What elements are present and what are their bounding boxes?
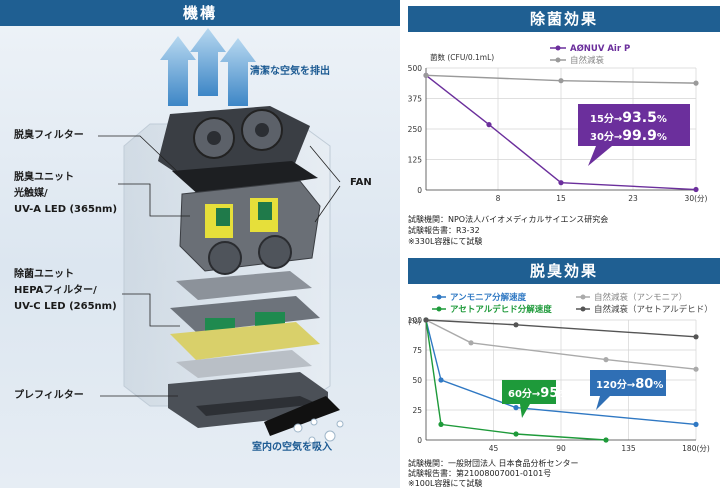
- chart1-xtick-label: 23: [628, 194, 638, 203]
- chart2-data-point: [438, 377, 444, 383]
- chart1-ytick-label: 250: [408, 125, 423, 134]
- svg-text:15分→93.5%: 15分→93.5%: [590, 110, 667, 126]
- hepa-filter-label: HEPAフィルター/: [14, 285, 97, 296]
- exhaust-label: 清潔な空気を排出: [250, 66, 330, 77]
- chart2-legend-ammonia: アンモニア分解速度: [450, 292, 527, 303]
- uva-led-label: UV-A LED (365nm): [14, 204, 118, 215]
- chart2-series-line: [425, 319, 697, 370]
- chart1-ytick-label: 500: [408, 64, 423, 73]
- chart2-data-point: [438, 421, 444, 427]
- chart2-data-point: [513, 431, 519, 437]
- chart1-xtick-label: 15: [556, 194, 566, 203]
- chart2-data-point: [513, 405, 519, 411]
- chart1-legend-device: AØNUV Air P: [570, 43, 630, 54]
- chart2-legend-acetaldehyde: アセトアルデヒド分解速度: [450, 304, 552, 315]
- chart1-data-point: [423, 72, 429, 78]
- chart1-xtick-label: 8: [496, 194, 501, 203]
- chart1-series-line: [425, 74, 697, 191]
- chart1-note-1: 試験機関：NPO法人バイオメディカルサイエンス研究会: [408, 215, 609, 224]
- chart2-xtick-label: 135: [621, 444, 636, 453]
- deodorization-chart-title: 脱臭効果: [408, 258, 720, 284]
- deodor-filter-part: [172, 161, 318, 196]
- chart2-data-point: [468, 340, 474, 346]
- chart1-note-3: ※330L容器にて試験: [408, 237, 483, 246]
- callout1-line2-prefix: 30分→: [590, 130, 622, 143]
- chart2-ytick-label: 75: [412, 346, 422, 355]
- svg-text:60分→95%: 60分→95%: [508, 386, 568, 401]
- prefilter-label: プレフィルター: [14, 390, 84, 401]
- chart2-legend-natural-acetaldehyde: 自然減衰（アセトアルデヒド）: [594, 304, 713, 315]
- svg-text:30分→99.9%: 30分→99.9%: [590, 128, 667, 144]
- chart1-ytick-label: 0: [417, 186, 422, 195]
- chart2-data-point: [693, 366, 699, 372]
- chart1-ylabel: 菌数 (CFU/0.1mL): [430, 52, 494, 62]
- chart2-legend-natural-ammonia: 自然減衰（アンモニア）: [594, 292, 687, 303]
- callout1-line1-value: 93.5: [622, 110, 657, 126]
- chart1-data-point: [693, 80, 699, 86]
- chart2-ytick-label: 50: [412, 376, 422, 385]
- intake-bubbles-icon: [293, 418, 344, 444]
- sterilization-chart-title: 除菌効果: [408, 6, 720, 32]
- chart1-data-point: [558, 180, 564, 186]
- chart1-callout: 15分→93.5% 30分→99.9%: [578, 104, 690, 166]
- deodor-filter-label: 脱臭フィルター: [14, 130, 84, 141]
- chart1-ytick-label: 375: [408, 95, 423, 104]
- uvc-led-label: UV-C LED (265nm): [14, 301, 117, 312]
- chart2-data-point: [603, 357, 609, 363]
- chart1-data-point: [693, 186, 699, 193]
- callout1-line2-value: 99.9: [622, 128, 657, 144]
- chart1-note-2: 試験報告書：R3-32: [408, 226, 480, 235]
- chart2-callout-green: 60分→95%: [502, 380, 568, 418]
- deodor-unit-part: [179, 180, 321, 275]
- chart1-legend: AØNUV Air P 自然減衰: [550, 43, 630, 66]
- chart2-series-line: [425, 319, 697, 426]
- chart2-xtick-label: 90: [556, 444, 566, 453]
- intake-label: 室内の空気を吸入: [252, 442, 332, 453]
- chart1-ytick-label: 125: [408, 156, 423, 165]
- chart1-data-point: [486, 122, 492, 128]
- exhaust-arrows-icon: [160, 28, 256, 106]
- chart2-ytick-label: 25: [412, 406, 422, 415]
- chart1-data-point: [558, 78, 564, 84]
- chart2-xtick-label: 45: [489, 444, 499, 453]
- chart2-series-line: [425, 319, 607, 441]
- chart2-note-3: ※100L容器にて試験: [408, 479, 483, 488]
- mechanism-title: 機構: [0, 0, 400, 26]
- photocatalyst-label: 光触媒/: [14, 188, 48, 199]
- sterilization-unit-label: 除菌ユニット: [14, 269, 74, 280]
- intake-curve: [264, 396, 340, 436]
- chart2-note-1: 試験機関：一般財団法人 日本食品分析センター: [408, 459, 579, 468]
- purifier-exploded-diagram: [98, 28, 344, 444]
- chart2-data-point: [693, 334, 699, 340]
- svg-text:120分→80%: 120分→80%: [596, 377, 663, 392]
- chart2-xtick-label: 180(分): [682, 444, 710, 453]
- chart2-ytick-label: 100: [408, 316, 423, 325]
- chart2-note-2: 試験報告書：第21008007001-0101号: [408, 469, 552, 478]
- callout1-line1-prefix: 15分→: [590, 112, 622, 125]
- chart2-legend: アンモニア分解速度 アセトアルデヒド分解速度 自然減衰（アンモニア） 自然減衰（…: [432, 292, 713, 315]
- chart2-ytick-label: 0: [417, 436, 422, 445]
- chart2-ylabel: (%): [408, 317, 421, 326]
- deodorization-chart: アンモニア分解速度 アセトアルデヒド分解速度 自然減衰（アンモニア） 自然減衰（…: [408, 292, 713, 453]
- fan-label: FAN: [350, 177, 372, 188]
- chart2-data-point: [423, 317, 429, 323]
- leader-lines: [98, 135, 341, 397]
- chart2-data-point: [513, 322, 519, 328]
- chart2-data-point: [603, 437, 609, 443]
- chart2-callout-blue: 120分→80%: [590, 370, 666, 410]
- sterilization-unit-part: [170, 296, 320, 378]
- mechanism-panel: 機構: [0, 0, 400, 488]
- sterilization-chart: 菌数 (CFU/0.1mL) AØNUV Air P 自然減衰 0 125 250 3…: [408, 43, 708, 203]
- chart2-data-point: [693, 421, 699, 427]
- deodor-unit-label: 脱臭ユニット: [14, 172, 74, 183]
- chart1-xtick-label: 30(分): [685, 194, 708, 203]
- chart1-legend-natural: 自然減衰: [570, 55, 605, 66]
